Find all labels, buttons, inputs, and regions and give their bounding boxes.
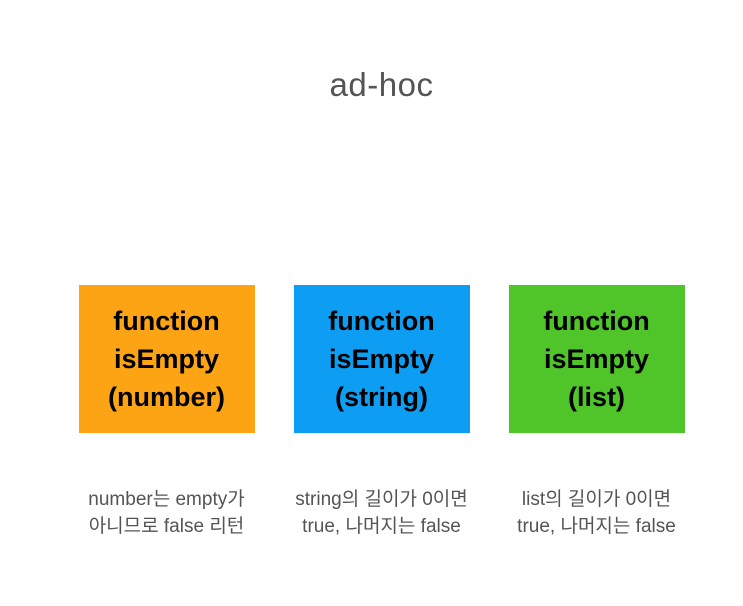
box-isempty-string: function isEmpty (string) [293,285,470,433]
function-boxes-row: function isEmpty (number) function isEmp… [78,285,685,433]
caption-isempty-list: list의 길이가 0이면 true, 나머지는 false [517,489,676,537]
slide-title: ad-hoc [329,66,434,103]
box-isempty-number-label: function isEmpty (number) [108,306,225,412]
captions-row: number는 empty가 아니므로 false 리턴 string의 길이가… [59,486,704,540]
box-isempty-number: function isEmpty (number) [78,285,255,433]
caption-isempty-string: string의 길이가 0이면 true, 나머지는 false [295,489,468,537]
box-isempty-list-label: function isEmpty (list) [543,306,650,412]
caption-isempty-number: number는 empty가 아니므로 false 리턴 [88,489,245,537]
box-isempty-list: function isEmpty (list) [508,285,685,433]
box-isempty-string-label: function isEmpty (string) [328,306,435,412]
